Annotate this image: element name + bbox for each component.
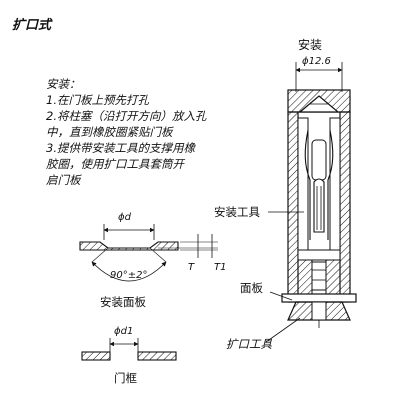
notes-line: 1.在门板上预先打孔: [46, 93, 149, 107]
flare-tool-leader-line: [265, 317, 301, 343]
angle-arc: [91, 261, 167, 282]
flare-tool-callout: 扩口工具: [226, 337, 272, 351]
plunger-pin: [313, 178, 325, 233]
notes-line: 中，直到橡胶圈紧贴门板: [46, 125, 173, 139]
frame-diameter-label: ϕd1: [114, 326, 134, 337]
mounting-panel-figure: [79, 224, 218, 282]
install-label: 安装: [298, 38, 323, 52]
notes-line: 胶圈，使用扩口工具套筒开: [46, 157, 184, 171]
t1-label: T1: [214, 262, 227, 273]
tool-callout: 安装工具: [214, 205, 260, 219]
panel-caption: 安装面板: [100, 295, 146, 309]
install-diameter: ϕ12.6: [302, 56, 331, 67]
panel-section: [79, 241, 179, 251]
notes-heading: 安装：: [46, 77, 81, 91]
frame-right-section: [137, 351, 177, 361]
plunger-body: [311, 139, 327, 181]
notes-line: 启门板: [46, 173, 81, 187]
left-wall-section: [287, 111, 299, 303]
assembly-section: [281, 62, 357, 328]
notes-line: 3.提供带安装工具的支撑用橡: [46, 141, 195, 155]
panel-diameter-label: ϕd: [118, 212, 131, 223]
panel-callout: 面板: [240, 281, 263, 295]
title: 扩口式: [12, 18, 52, 33]
frame-left-section: [81, 351, 111, 361]
frame-caption: 门框: [114, 371, 137, 385]
angle-label: 90°±2°: [110, 270, 148, 281]
door-frame-figure: [81, 338, 177, 361]
panel-plate: [281, 293, 357, 303]
t-label: T: [188, 262, 195, 273]
panel-leader-line: [269, 291, 293, 301]
notes-line: 2.将柱塞（沿打开方向）放入孔: [46, 109, 207, 123]
right-wall-section: [339, 111, 351, 303]
installation-notes: 安装： 1.在门板上预先打孔 2.将柱塞（沿打开方向）放入孔 中，直到橡胶圈紧贴…: [46, 76, 256, 188]
